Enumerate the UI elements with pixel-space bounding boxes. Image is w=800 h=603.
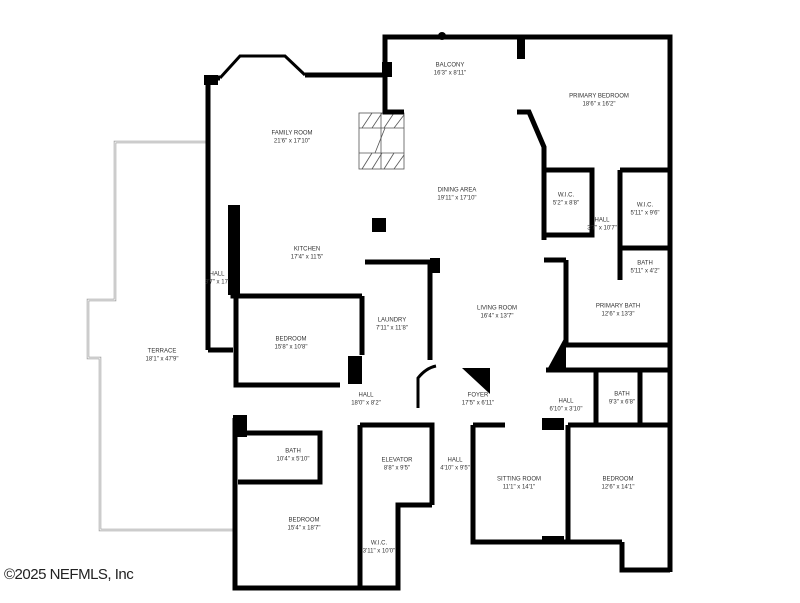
room-name: BEDROOM: [275, 336, 307, 343]
room-dims: 5'11" x 9'6": [630, 210, 660, 216]
room-dims: 18'0" x 8'2": [351, 400, 381, 406]
room-name: HALL: [209, 271, 225, 278]
room-dims: 18'1" x 47'9": [145, 356, 179, 362]
room-dims: 15'4" x 18'7": [287, 525, 321, 531]
room-name: HALL: [447, 457, 463, 464]
room-name: BATH: [637, 260, 653, 267]
fireplace: [358, 112, 405, 170]
bay-window: [218, 54, 307, 80]
copyright-notice: ©2025 NEFMLS, Inc: [4, 566, 134, 583]
room-name: BEDROOM: [288, 517, 320, 524]
room-wic-south: W.I.C.3'11" x 10'0": [363, 541, 395, 556]
room-wic-2: W.I.C.5'11" x 9'6": [630, 203, 659, 218]
room-name: FAMILY ROOM: [271, 130, 313, 137]
room-name: LAUNDRY: [377, 317, 407, 324]
room-dims: 9'3" x 6'8": [608, 399, 636, 405]
room-dims: 11'1" x 14'1": [502, 484, 536, 490]
room-name: BALCONY: [435, 62, 465, 69]
room-dims: 3'7" x 17': [204, 279, 230, 285]
room-dims: 16'3" x 8'11": [433, 70, 467, 76]
room-dims: 12'6" x 14'1": [601, 484, 635, 490]
room-dims: 5'11" x 4'2": [630, 268, 660, 274]
room-name: PRIMARY BATH: [595, 303, 641, 310]
room-name: LIVING ROOM: [476, 305, 518, 312]
room-dims: 6'10" x 3'10": [549, 406, 583, 412]
room-name: TERRACE: [147, 348, 177, 355]
room-dims: 7'11" x 11'8": [375, 325, 409, 331]
room-dims: 5'2" x 8'8": [552, 200, 580, 206]
room-dims: 17'4" x 11'5": [290, 254, 324, 260]
room-name: HALL: [558, 398, 574, 405]
room-dims: 16'4" x 13'7": [480, 313, 514, 319]
room-wic-1: W.I.C.5'2" x 8'8": [553, 193, 579, 208]
wall-blocks: [204, 32, 566, 544]
room-name: W.I.C.: [557, 192, 575, 199]
room-name: ELEVATOR: [381, 457, 413, 464]
room-name: BATH: [614, 391, 630, 398]
room-dims: 3'7" x 10'7": [587, 225, 617, 231]
room-dims: 15'8" x 10'8": [274, 344, 308, 350]
room-dims: 12'6" x 13'3": [601, 311, 635, 317]
door-arc: [416, 364, 437, 408]
walls: [205, 34, 673, 591]
terrace-outline: [86, 140, 233, 532]
room-dims: 8'8" x 9'5": [383, 465, 411, 471]
room-dims: 10'4" x 5'10": [276, 456, 310, 462]
room-name: W.I.C.: [636, 202, 654, 209]
room-name: HALL: [594, 217, 610, 224]
room-name: SITTING ROOM: [497, 476, 541, 483]
room-name: PRIMARY BEDROOM: [569, 93, 629, 100]
room-name: HALL: [358, 392, 374, 399]
room-dims: 21'6" x 17'10": [273, 138, 311, 144]
room-name: BEDROOM: [602, 476, 634, 483]
room-name: DINING AREA: [437, 187, 477, 194]
room-dims: 19'11" x 17'10": [437, 195, 477, 201]
room-dims: 3'11" x 10'0": [362, 548, 396, 554]
room-name: FOYER: [467, 392, 489, 399]
room-dims: 4'10" x 9'5": [440, 465, 470, 471]
room-dims: 18'6" x 16'2": [582, 101, 616, 107]
room-dims: 17'5" x 6'11": [461, 400, 495, 406]
room-name: KITCHEN: [293, 246, 321, 253]
room-name: W.I.C.: [370, 540, 388, 547]
room-name: BATH: [285, 448, 301, 455]
